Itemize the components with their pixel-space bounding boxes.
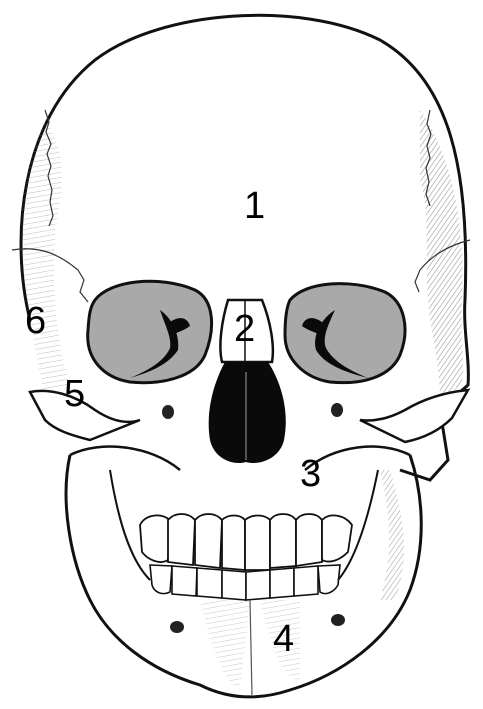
label-2: 2 — [234, 310, 255, 348]
upper-teeth — [140, 514, 352, 570]
label-4: 4 — [273, 620, 294, 658]
label-3: 3 — [300, 455, 321, 493]
left-mental-foramen — [170, 621, 184, 633]
label-1: 1 — [244, 187, 265, 225]
mandible-side-shading — [380, 470, 404, 600]
left-infraorbital-foramen — [162, 405, 174, 419]
label-5: 5 — [64, 375, 85, 413]
right-mental-foramen — [331, 614, 345, 626]
left-orbit — [88, 281, 212, 382]
nasal-cavity — [209, 362, 286, 463]
label-6: 6 — [25, 302, 46, 340]
mandible-midline — [250, 600, 252, 695]
right-infraorbital-foramen — [331, 403, 343, 417]
